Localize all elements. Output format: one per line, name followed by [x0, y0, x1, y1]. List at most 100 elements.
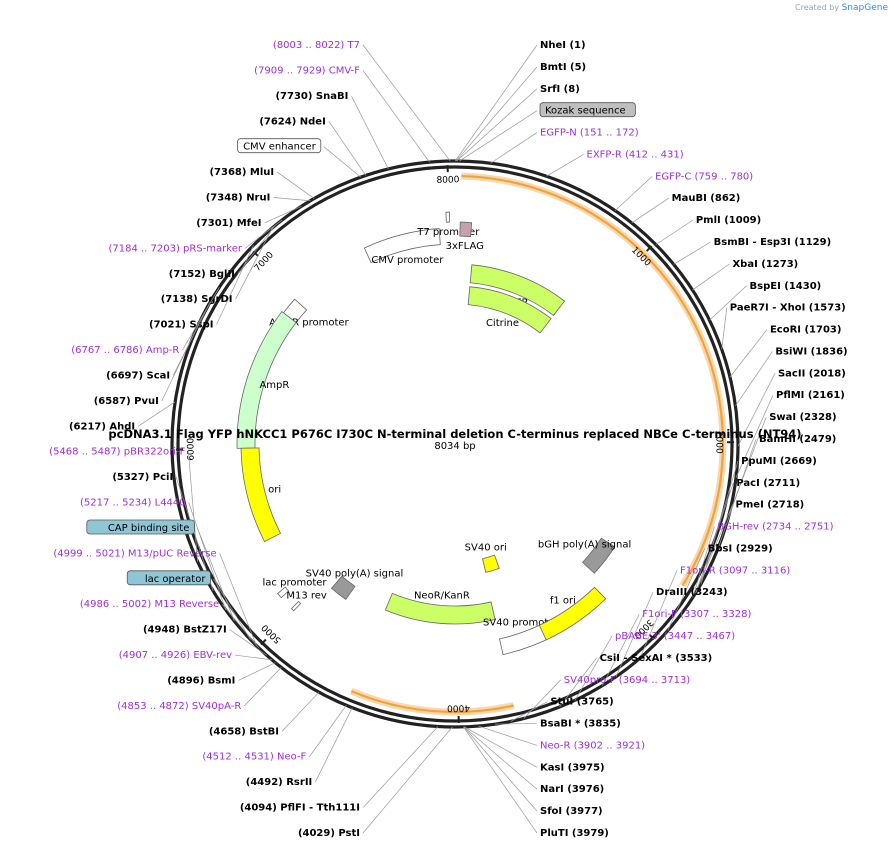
enzyme-label-draiii-3243[interactable]: DraIII (3243): [656, 587, 728, 598]
primer-label-neo-r-3902-3921[interactable]: Neo-R (3902 .. 3921): [540, 740, 645, 751]
label-leader-line: [639, 570, 678, 659]
feature-tag-kozak-sequence[interactable]: Kozak sequence: [545, 106, 626, 117]
primer-label-5468-5487-pbr322ori-f[interactable]: (5468 .. 5487) pBR322ori-F: [49, 447, 185, 458]
enzyme-label-csii-sexai-3533[interactable]: CsiI - SexAI * (3533): [600, 653, 713, 664]
enzyme-label-ecori-1703[interactable]: EcoRI (1703): [770, 325, 842, 336]
enzyme-label-srfi-8[interactable]: SrfI (8): [540, 84, 580, 95]
enzyme-label-7368-mlui[interactable]: (7368) MluI: [209, 167, 274, 178]
label-leader-line: [221, 604, 260, 649]
enzyme-label-xbai-1273[interactable]: XbaI (1273): [732, 259, 798, 270]
enzyme-label-sfoi-3977[interactable]: SfoI (3977): [540, 806, 603, 817]
enzyme-label-7624-ndei[interactable]: (7624) NdeI: [259, 116, 325, 127]
enzyme-label-7730-snabi[interactable]: (7730) SnaBI: [275, 91, 348, 102]
orf-arc: [350, 690, 514, 714]
label-leader-line: [463, 726, 538, 812]
label-leader-line: [523, 679, 562, 719]
enzyme-label-6587-pvui[interactable]: (6587) PvuI: [94, 396, 159, 407]
feature-lac-promoter[interactable]: [277, 586, 290, 599]
feature-tag-cmv-enhancer[interactable]: CMV enhancer: [243, 142, 317, 153]
enzyme-label-maubi-862[interactable]: MauBI (862): [672, 193, 741, 204]
primer-label-8003-8022-t7[interactable]: (8003 .. 8022) T7: [273, 40, 360, 51]
feature-citrine[interactable]: [467, 286, 552, 334]
enzyme-label-pflmi-2161[interactable]: PflMI (2161): [776, 390, 845, 401]
label-leader-line: [244, 667, 282, 707]
primer-label-7909-7929-cmv-f[interactable]: (7909 .. 7929) CMV-F: [254, 65, 360, 76]
enzyme-label-7301-mfei[interactable]: (7301) MfeI: [196, 218, 261, 229]
primer-label-4853-4872-sv40pa-r[interactable]: (4853 .. 4872) SV40pA-R: [117, 701, 241, 712]
enzyme-label-bamhi-2479[interactable]: BamHI (2479): [759, 434, 836, 445]
enzyme-label-paer7i-xhoi-1573[interactable]: PaeR7I - XhoI (1573): [730, 303, 846, 314]
feature-t7-promoter[interactable]: [445, 211, 451, 223]
enzyme-label-stui-3765[interactable]: StuI (3765): [550, 697, 613, 708]
feature-bgh-poly-a-signal[interactable]: [581, 537, 616, 574]
label-leader-line: [281, 691, 320, 732]
enzyme-label-paci-2711[interactable]: PacI (2711): [736, 478, 800, 489]
label-leader-line: [455, 66, 538, 162]
enzyme-label-bsmbi-esp3i-1129[interactable]: BsmBI - Esp3I (1129): [714, 237, 832, 248]
primer-label-4999-5021-m13-puc-reverse[interactable]: (4999 .. 5021) M13/pUC Reverse: [53, 548, 216, 559]
label-leader-line: [323, 146, 362, 178]
feature-m13-rev[interactable]: [290, 600, 302, 612]
primer-label-5217-5234-l4440[interactable]: (5217 .. 5234) L4440: [80, 498, 186, 509]
feature-tag-lac-operator[interactable]: lac operator: [145, 574, 206, 585]
primer-label-egfp-c-759-780[interactable]: EGFP-C (759 .. 780): [655, 171, 753, 182]
enzyme-label-6217-ahdi[interactable]: (6217) AhdI: [69, 421, 135, 432]
feature-label-ampr-promoter: AmpR promoter: [269, 318, 349, 329]
enzyme-label-7021-sspi[interactable]: (7021) SspI: [149, 320, 214, 331]
enzyme-label-sacii-2018[interactable]: SacII (2018): [778, 368, 846, 379]
feature-neor-kanr[interactable]: [384, 592, 496, 625]
feature-tag-cap-binding-site[interactable]: CAP binding site: [108, 523, 190, 534]
enzyme-label-4094-pflfi-tth111i[interactable]: (4094) PflFI - Tth111I: [240, 803, 360, 814]
feature-3xflag[interactable]: [459, 221, 473, 238]
enzyme-label-kasi-3975[interactable]: KasI (3975): [540, 762, 605, 773]
feature-ori[interactable]: [240, 447, 282, 543]
enzyme-label-bsabi-3835[interactable]: BsaBI * (3835): [540, 719, 621, 730]
feature-f1-ori[interactable]: [538, 586, 607, 641]
feature-ampr-promoter[interactable]: [282, 298, 308, 324]
enzyme-label-pluti-3979[interactable]: PluTI (3979): [540, 828, 609, 839]
plasmid-title: pcDNA3.1 Flag YFP hNKCC1 P676C I730C N-t…: [108, 427, 801, 441]
primer-label-sv40pro-f-3694-3713[interactable]: SV40pro-F (3694 .. 3713): [564, 675, 691, 686]
enzyme-label-bmti-5[interactable]: BmtI (5): [540, 62, 586, 73]
feature-sv40-ori[interactable]: [482, 554, 500, 573]
label-leader-line: [718, 438, 757, 546]
primer-label-4986-5002-m13-reverse[interactable]: (4986 .. 5002) M13 Reverse: [80, 599, 219, 610]
enzyme-label-7152-bglii[interactable]: (7152) BglII: [169, 269, 235, 280]
feature-sv40-poly-a-signal[interactable]: [330, 575, 356, 601]
label-leader-line: [362, 44, 451, 162]
enzyme-label-pmli-1009[interactable]: PmlI (1009): [696, 215, 761, 226]
primer-label-f1ori-r-3097-3116[interactable]: F1ori-R (3097 .. 3116): [680, 565, 790, 576]
enzyme-label-6697-scai[interactable]: (6697) ScaI: [106, 370, 170, 381]
primer-label-egfp-n-151-172[interactable]: EGFP-N (151 .. 172): [540, 128, 639, 139]
enzyme-label-nhei-1[interactable]: NheI (1): [540, 40, 586, 51]
primer-label-6767-6786-amp-r[interactable]: (6767 .. 6786) Amp-R: [71, 345, 179, 356]
enzyme-label-4029-psti[interactable]: (4029) PstI: [298, 828, 360, 839]
enzyme-label-7348-nrui[interactable]: (7348) NruI: [206, 193, 271, 204]
primer-label-pbabe-3-3447-3467[interactable]: pBABE 3' (3447 .. 3467): [615, 631, 735, 642]
enzyme-label-bspei-1430[interactable]: BspEI (1430): [750, 281, 822, 292]
enzyme-label-7138-sgrdi[interactable]: (7138) SgrDI: [161, 294, 233, 305]
feature-cmv-promoter[interactable]: [363, 228, 441, 264]
primer-label-7184-7203-prs-marker[interactable]: (7184 .. 7203) pRS-marker: [108, 243, 242, 254]
enzyme-label-swai-2328[interactable]: SwaI (2328): [769, 412, 836, 423]
label-layer[interactable]: (8003 .. 8022) T7 (7909 .. 7929) CMV-F (77…: [49, 40, 847, 839]
enzyme-label-4896-bsmi[interactable]: (4896) BsmI: [167, 675, 235, 686]
feature-ampr[interactable]: [236, 311, 297, 449]
enzyme-label-4948-bstz17i[interactable]: (4948) BstZ17I: [143, 625, 227, 636]
enzyme-label-nari-3976[interactable]: NarI (3976): [540, 784, 604, 795]
enzyme-label-pmei-2718[interactable]: PmeI (2718): [736, 500, 805, 511]
primer-label-bgh-rev-2734-2751[interactable]: BGH-rev (2734 .. 2751): [717, 522, 833, 533]
primer-label-4907-4926-ebv-rev[interactable]: (4907 .. 4926) EBV-rev: [119, 650, 232, 661]
enzyme-label-bbsi-2929[interactable]: BbsI (2929): [708, 543, 773, 554]
primer-label-f1ori-f-3307-3328[interactable]: F1ori-F (3307 .. 3328): [642, 609, 751, 620]
enzyme-label-4658-bstbi[interactable]: (4658) BstBI: [209, 726, 279, 737]
primer-label-exfp-r-412-431[interactable]: EXFP-R (412 .. 431): [587, 149, 684, 160]
enzyme-label-ppumi-2669[interactable]: PpuMI (2669): [741, 456, 817, 467]
label-leader-line: [219, 553, 257, 646]
enzyme-label-4492-rsrii[interactable]: (4492) RsrII: [246, 777, 312, 788]
enzyme-label-bsiwi-1836[interactable]: BsiWI (1836): [775, 346, 847, 357]
primer-label-4512-4531-neo-f[interactable]: (4512 .. 4531) Neo-F: [202, 752, 306, 763]
label-leader-line: [235, 227, 273, 300]
enzyme-label-5327-pcii[interactable]: (5327) PciI: [112, 472, 173, 483]
feature-meyfp[interactable]: [469, 264, 566, 316]
